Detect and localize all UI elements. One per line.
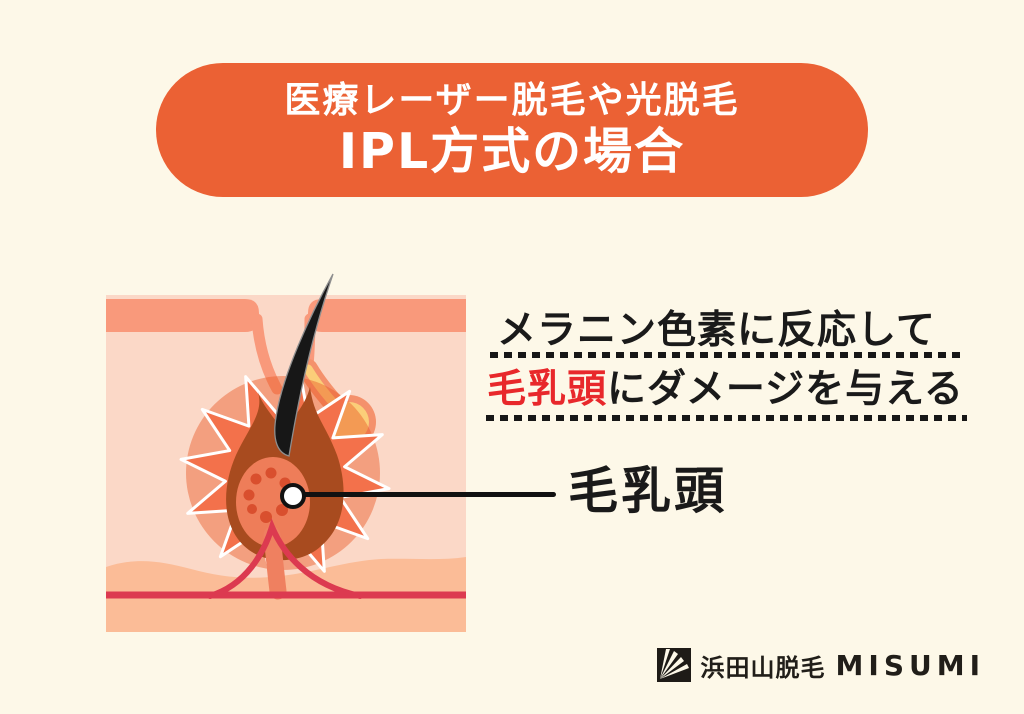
papilla-callout-label: 毛乳頭	[568, 462, 727, 520]
logo-brand-name: MISUMI	[835, 648, 985, 682]
description-line2-rest: にダメージを与える	[607, 367, 964, 412]
banner-subtitle: 医療レーザー脱毛や光脱毛	[284, 80, 740, 122]
dotted-underline-1	[490, 352, 960, 358]
misumi-logo: 浜田山脱毛 MISUMI	[656, 646, 985, 684]
title-banner: 医療レーザー脱毛や光脱毛 IPL方式の場合	[156, 63, 868, 197]
hair-papilla	[236, 457, 310, 547]
papilla-pointer-line	[296, 492, 556, 497]
banner-title: IPL方式の場合	[338, 122, 686, 180]
epidermis-band-right	[308, 299, 466, 332]
description-line1-text: メラニン色素に反応して	[497, 308, 936, 353]
epidermis-band-left	[106, 299, 259, 332]
description-line2: 毛乳頭にダメージを与える	[487, 370, 964, 409]
hair-shaft	[274, 273, 334, 457]
papilla-stalk	[263, 526, 287, 600]
follicle-canal-left-wall	[251, 313, 283, 395]
description-line1: メラニン色素に反応して	[497, 311, 936, 350]
logo-clinic-name: 浜田山脱毛	[700, 653, 826, 682]
papilla-pointer-dot	[280, 483, 306, 509]
fan-rays-square-icon	[656, 648, 691, 682]
description-line2-highlight: 毛乳頭	[487, 367, 608, 412]
dotted-underline-2	[486, 415, 967, 421]
skin-cross-section-illustration	[106, 273, 466, 632]
blood-vessels	[106, 518, 466, 599]
